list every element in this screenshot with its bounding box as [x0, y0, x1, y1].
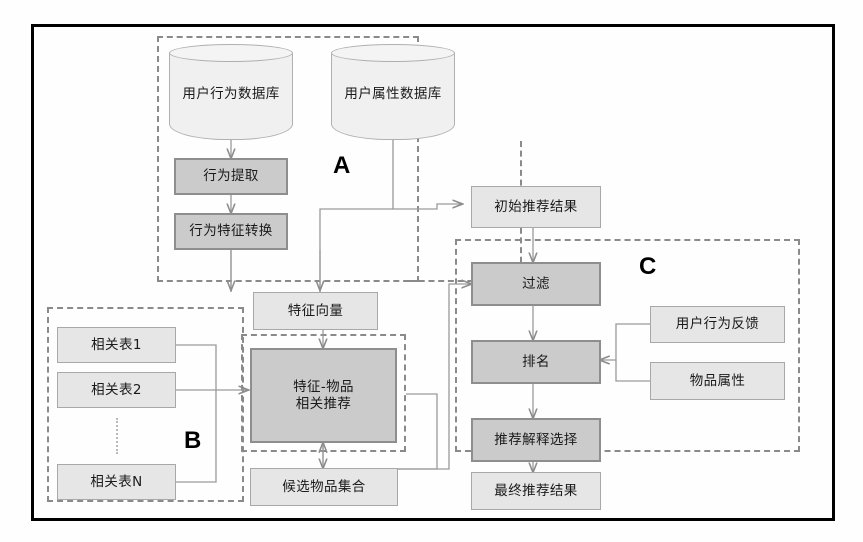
node-relation-table-1-label: 相关表1: [91, 336, 142, 353]
group-b-boundary: [47, 307, 244, 502]
node-ranking-label: 排名: [522, 353, 550, 370]
node-feature-item-recommend-line1: 特征-物品: [293, 379, 354, 396]
node-relation-table-n[interactable]: 相关表N: [57, 464, 176, 500]
ellipsis-vertical: [116, 418, 118, 454]
node-feature-item-recommend[interactable]: 特征-物品 相关推荐: [250, 348, 397, 443]
node-relation-table-n-label: 相关表N: [90, 473, 143, 490]
node-filter[interactable]: 过滤: [471, 262, 601, 306]
node-ranking[interactable]: 排名: [471, 340, 601, 384]
node-initial-result[interactable]: 初始推荐结果: [471, 186, 601, 228]
node-candidate-item-set[interactable]: 候选物品集合: [250, 468, 398, 506]
group-label-b: B: [184, 427, 202, 454]
database-user-behavior: 用户行为数据库: [169, 44, 293, 140]
node-item-attribute[interactable]: 物品属性: [650, 362, 785, 400]
node-item-attribute-label: 物品属性: [689, 372, 746, 389]
node-feature-vector[interactable]: 特征向量: [253, 292, 378, 330]
cylinder-body: [331, 53, 455, 140]
node-behavior-extract[interactable]: 行为提取: [174, 158, 288, 195]
node-explain-select-label: 推荐解释选择: [494, 431, 578, 448]
node-user-feedback[interactable]: 用户行为反馈: [650, 306, 785, 343]
node-behavior-transform[interactable]: 行为特征转换: [174, 213, 288, 250]
node-relation-table-2-label: 相关表2: [91, 381, 142, 398]
node-explain-select[interactable]: 推荐解释选择: [471, 418, 601, 462]
group-label-c: C: [639, 253, 657, 280]
node-behavior-extract-label: 行为提取: [203, 168, 259, 185]
node-filter-label: 过滤: [522, 275, 550, 292]
node-initial-result-label: 初始推荐结果: [494, 198, 578, 215]
node-feature-item-recommend-line2: 相关推荐: [295, 395, 352, 412]
node-behavior-transform-label: 行为特征转换: [189, 223, 273, 240]
cylinder-body: [169, 53, 293, 140]
cylinder-top: [331, 44, 455, 62]
database-user-behavior-label: 用户行为数据库: [182, 86, 280, 102]
node-relation-table-1[interactable]: 相关表1: [57, 327, 176, 363]
node-relation-table-2[interactable]: 相关表2: [57, 372, 176, 408]
group-a-boundary: [157, 36, 419, 282]
node-candidate-item-set-label: 候选物品集合: [282, 478, 366, 495]
cylinder-top: [169, 44, 293, 62]
group-label-a: A: [333, 152, 351, 179]
database-user-attribute-label: 用户属性数据库: [344, 86, 442, 102]
node-feature-vector-label: 特征向量: [287, 302, 344, 319]
node-final-result[interactable]: 最终推荐结果: [471, 472, 601, 510]
node-final-result-label: 最终推荐结果: [494, 482, 578, 499]
node-user-feedback-label: 用户行为反馈: [675, 316, 760, 333]
database-user-attribute: 用户属性数据库: [331, 44, 455, 140]
